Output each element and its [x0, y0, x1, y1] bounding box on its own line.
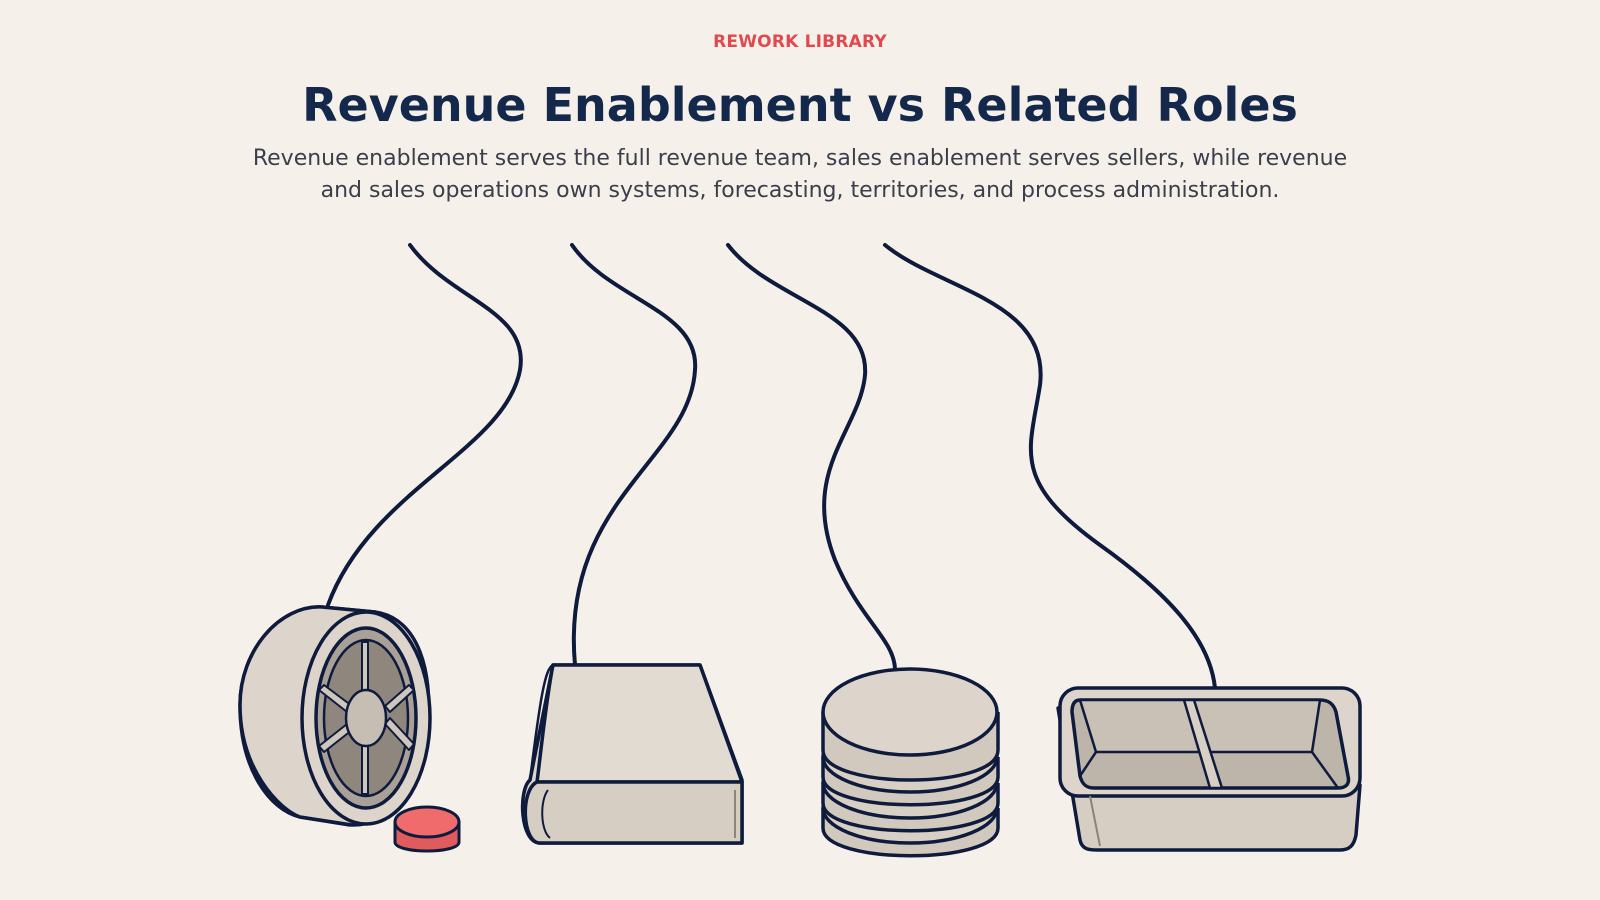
- page-title: Revenue Enablement vs Related Roles: [302, 78, 1298, 132]
- cord-wheel: [326, 243, 523, 607]
- wheel-icon: [238, 605, 432, 827]
- stacked-disks-icon: [821, 667, 1000, 858]
- red-token-icon: [393, 805, 461, 853]
- cord-book: [570, 243, 698, 667]
- eyebrow-label: REWORK LIBRARY: [713, 32, 887, 52]
- book-icon: [520, 663, 744, 845]
- divided-tray-icon: [1056, 686, 1362, 852]
- cord-disks: [726, 243, 897, 672]
- cord-tray: [883, 243, 1217, 690]
- page-subtitle: Revenue enablement serves the full reven…: [252, 146, 1348, 203]
- cords: [326, 243, 1217, 690]
